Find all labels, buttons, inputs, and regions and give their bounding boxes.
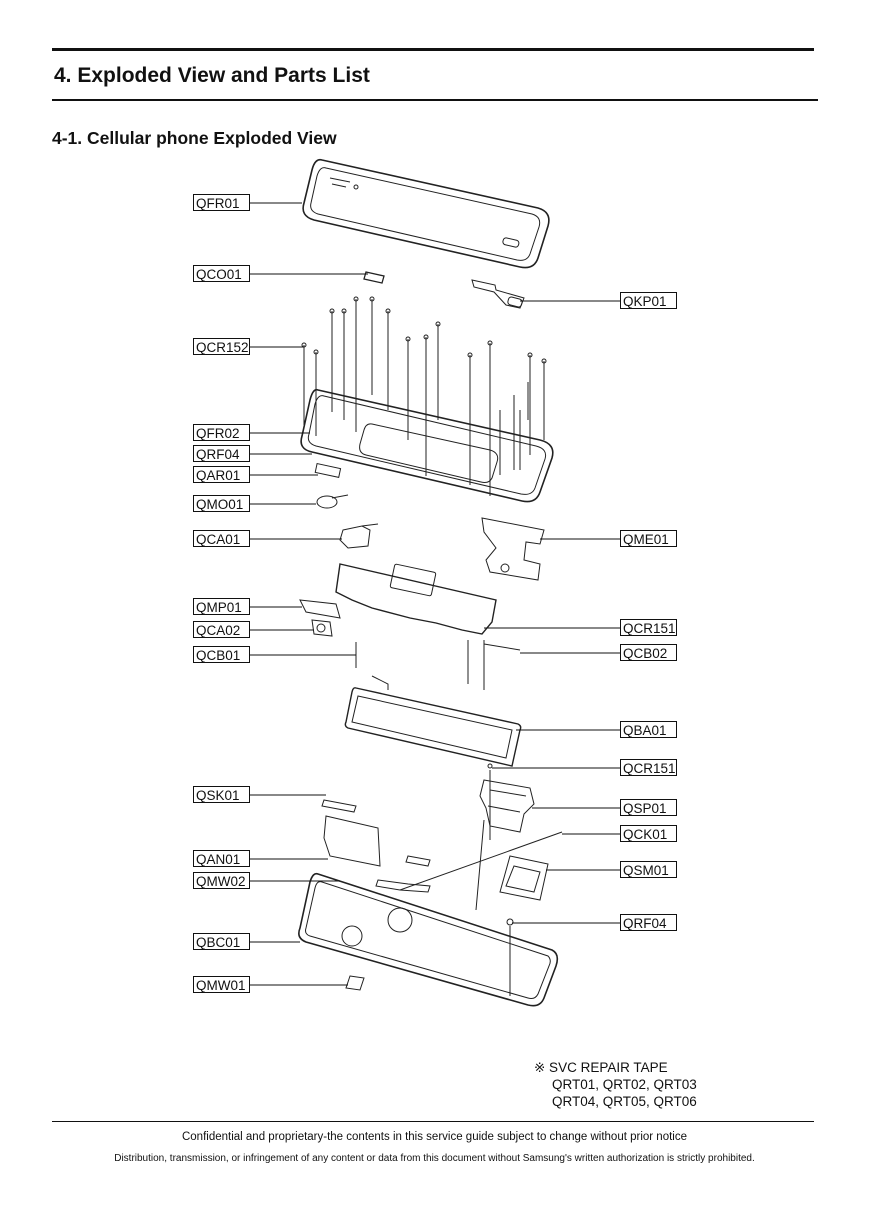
contact-part	[321, 799, 357, 813]
label-QFR01: QFR01	[193, 194, 250, 211]
label-QME01: QME01	[620, 530, 677, 547]
section-heading: 4. Exploded View and Parts List	[54, 64, 370, 87]
label-QCR152: QCR152	[193, 338, 250, 355]
leader-lines	[250, 202, 620, 986]
label-QCA01: QCA01	[193, 530, 250, 547]
footer-rule	[52, 1121, 814, 1122]
motor-part	[316, 495, 338, 509]
label-QAN01: QAN01	[193, 850, 250, 867]
rear-camera-part	[311, 619, 333, 637]
front-window-part	[302, 158, 550, 269]
sub-pcb-part	[481, 517, 545, 581]
antenna-part	[323, 815, 381, 867]
mic-waterproof-part	[345, 975, 365, 991]
receiver-part	[314, 462, 342, 478]
label-QCB02: QCB02	[620, 644, 677, 661]
label-QBA01: QBA01	[620, 721, 677, 738]
label-QMP01: QMP01	[193, 598, 250, 615]
coax-cable-part	[355, 640, 485, 690]
label-QCR151-upper: QCR151	[620, 619, 677, 636]
main-pcb-part	[335, 563, 497, 635]
sim-tray-part	[499, 855, 549, 901]
repair-tape-note: ※ SVC REPAIR TAPE QRT01, QRT02, QRT03 QR…	[534, 1059, 697, 1110]
rear-case-part	[298, 872, 559, 1007]
label-QKP01: QKP01	[620, 292, 677, 309]
label-QCR151-lower: QCR151	[620, 759, 677, 776]
footer-distribution: Distribution, transmission, or infringem…	[114, 1153, 755, 1164]
label-QFR02: QFR02	[193, 424, 250, 441]
label-QBC01: QBC01	[193, 933, 250, 950]
speaker-part	[479, 779, 535, 833]
home-button-outline	[502, 237, 520, 248]
label-QRF04-upper: QRF04	[193, 445, 250, 462]
label-QSK01: QSK01	[193, 786, 250, 803]
label-QMW01: QMW01	[193, 976, 250, 993]
repair-tape-line-2: QRT04, QRT05, QRT06	[552, 1094, 697, 1109]
battery-part	[344, 687, 522, 767]
label-QCK01: QCK01	[620, 825, 677, 842]
footer-confidential: Confidential and proprietary-the content…	[181, 1131, 687, 1143]
label-QMO01: QMO01	[193, 495, 250, 512]
top-rule	[52, 48, 814, 51]
label-QCA02: QCA02	[193, 621, 250, 638]
label-QAR01: QAR01	[193, 466, 250, 483]
heading-underline	[52, 99, 818, 101]
subsection-heading: 4-1. Cellular phone Exploded View	[52, 128, 337, 148]
key-flex-part	[471, 279, 525, 309]
label-QSM01: QSM01	[620, 861, 677, 878]
label-QCB01: QCB01	[193, 646, 250, 663]
label-QSP01: QSP01	[620, 799, 677, 816]
cover-part	[363, 271, 385, 284]
front-frame-part	[300, 388, 554, 503]
repair-tape-line-1: QRT01, QRT02, QRT03	[552, 1077, 697, 1092]
screw-set-upper	[301, 296, 547, 496]
label-QMW02: QMW02	[193, 872, 250, 889]
repair-tape-title: ※ SVC REPAIR TAPE	[534, 1060, 668, 1075]
label-QRF04-lower: QRF04	[620, 914, 677, 931]
label-QCO01: QCO01	[193, 265, 250, 282]
front-camera-part	[339, 525, 371, 549]
